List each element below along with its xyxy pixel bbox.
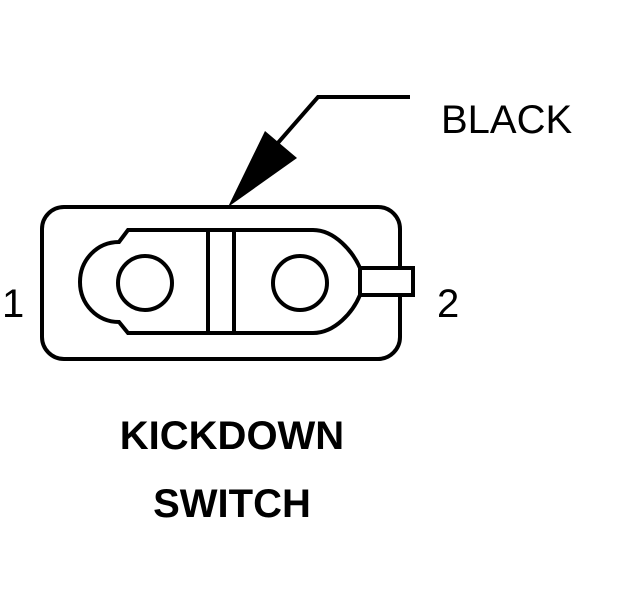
leader-arrowhead (228, 131, 297, 207)
terminal-divider (206, 228, 236, 335)
pin-1-cavity (116, 254, 174, 312)
pin-1-label: 1 (2, 282, 25, 326)
leader-line (268, 95, 410, 154)
component-name-line-1: KICKDOWN (119, 414, 345, 458)
component-name-line-2: SWITCH (153, 482, 311, 526)
pin-2-label: 2 (437, 282, 460, 326)
wire-color-label: BLACK (441, 98, 573, 142)
pin-2-cavity (271, 254, 329, 312)
